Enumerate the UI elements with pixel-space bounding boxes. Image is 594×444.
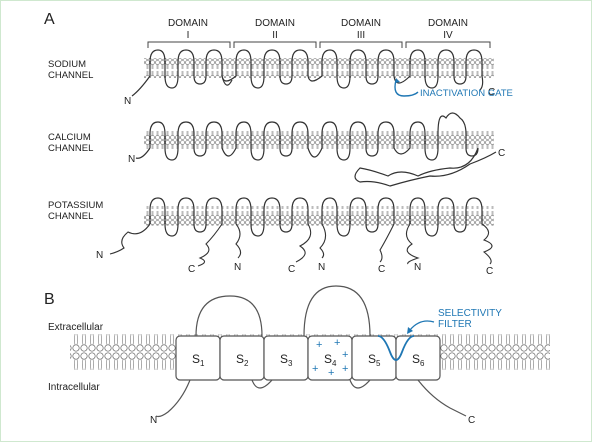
intracellular-label: Intracellular xyxy=(48,382,100,393)
transmembrane-segments xyxy=(175,335,441,381)
panel-b-label: B xyxy=(44,291,55,308)
selectivity-filter-loop xyxy=(377,335,415,361)
panel-a-label: A xyxy=(44,11,55,28)
domain-1-word: DOMAIN xyxy=(168,18,208,29)
potassium-n-3: N xyxy=(318,262,325,273)
segment-s3-label: S3 xyxy=(280,352,293,368)
inactivation-gate-label: INACTIVATION GATE xyxy=(420,88,513,99)
segment-s2-label: S2 xyxy=(236,352,249,368)
domain-4-num: IV xyxy=(443,30,453,41)
sodium-chain xyxy=(149,49,484,91)
calcium-c: C xyxy=(498,148,505,159)
plus-5: + xyxy=(328,367,334,379)
plus-4: + xyxy=(312,363,318,375)
panel-b-n: N xyxy=(150,415,157,426)
s4-positive-charges: + + + + + + xyxy=(312,337,348,379)
potassium-c-4: C xyxy=(486,266,493,277)
plus-6: + xyxy=(342,363,348,375)
domain-4-word: DOMAIN xyxy=(428,18,468,29)
sodium-label-2: CHANNEL xyxy=(48,70,93,81)
potassium-membrane xyxy=(144,206,494,226)
potassium-label-1: POTASSIUM xyxy=(48,200,103,211)
domain-2-word: DOMAIN xyxy=(255,18,295,29)
calcium-chain xyxy=(149,112,479,161)
inactivation-gate-arrow xyxy=(394,79,419,97)
potassium-subunit-3 xyxy=(321,197,395,237)
plus-2: + xyxy=(334,337,340,349)
potassium-subunit-4 xyxy=(409,197,483,237)
sodium-label-1: SODIUM xyxy=(48,59,86,70)
potassium-subunit-2 xyxy=(235,197,309,237)
extracellular-label: Extracellular xyxy=(48,322,104,333)
segment-s1-label: S1 xyxy=(192,352,205,368)
segment-s4-label: S4 xyxy=(324,352,337,368)
potassium-c-1: C xyxy=(188,264,195,275)
segment-s5-label: S5 xyxy=(368,352,381,368)
plus-3: + xyxy=(342,349,348,361)
selectivity-filter-arrow xyxy=(409,320,435,331)
sodium-c: C xyxy=(488,87,495,98)
calcium-label-1: CALCIUM xyxy=(48,132,91,143)
selectivity-filter-label-1: SELECTIVITY xyxy=(438,308,502,319)
domain-2-num: II xyxy=(272,30,278,41)
calcium-membrane xyxy=(144,130,494,150)
domain-3-word: DOMAIN xyxy=(341,18,381,29)
potassium-c-3: C xyxy=(378,264,385,275)
potassium-n-1: N xyxy=(96,250,103,261)
sodium-membrane xyxy=(144,58,494,78)
panel-b-c: C xyxy=(468,415,475,426)
segment-s6 xyxy=(395,335,441,381)
domain-3-num: III xyxy=(357,30,365,41)
selectivity-filter-label-2: FILTER xyxy=(438,319,472,330)
potassium-n-4: N xyxy=(414,262,421,273)
domain-1-num: I xyxy=(187,30,190,41)
plus-1: + xyxy=(316,339,322,351)
segment-s6-label: S6 xyxy=(412,352,425,368)
potassium-c-2: C xyxy=(288,264,295,275)
sodium-n: N xyxy=(124,96,131,107)
potassium-label-2: CHANNEL xyxy=(48,211,93,222)
potassium-subunit-1 xyxy=(149,197,223,237)
potassium-n-2: N xyxy=(234,262,241,273)
calcium-label-2: CHANNEL xyxy=(48,143,93,154)
domain-headers: DOMAIN I DOMAIN II DOMAIN III DOMAIN IV xyxy=(147,18,491,48)
calcium-n: N xyxy=(128,154,135,165)
